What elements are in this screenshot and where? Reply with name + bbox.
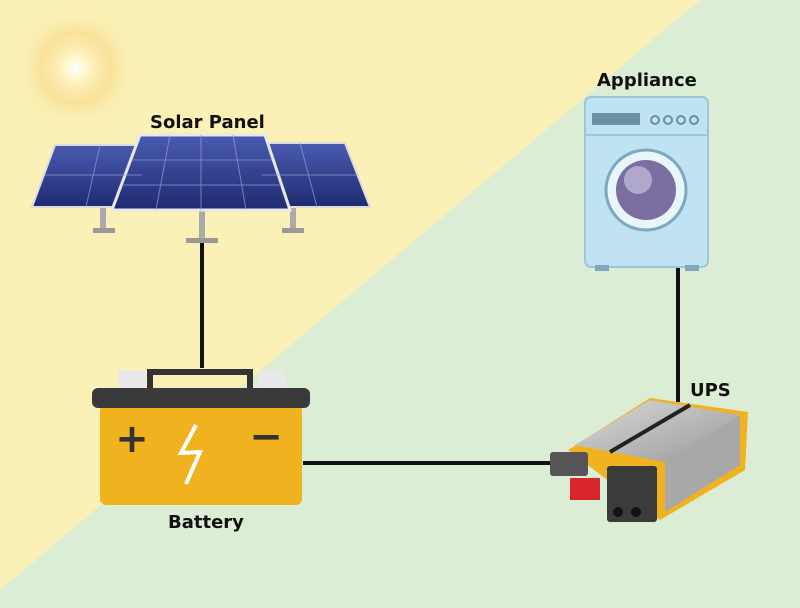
washing-machine-icon	[584, 96, 709, 271]
sun-icon	[16, 8, 136, 128]
battery-negative-symbol: −	[249, 414, 283, 460]
appliance-label: Appliance	[597, 70, 697, 91]
battery-icon	[92, 369, 310, 505]
battery-label: Battery	[168, 512, 244, 533]
wires	[200, 240, 680, 465]
ups-label: UPS	[690, 380, 731, 401]
battery-positive-symbol: +	[115, 416, 149, 462]
solar-panel-icon	[30, 133, 372, 243]
solar-panel-label: Solar Panel	[150, 112, 265, 133]
ups-inverter-icon	[550, 398, 748, 522]
